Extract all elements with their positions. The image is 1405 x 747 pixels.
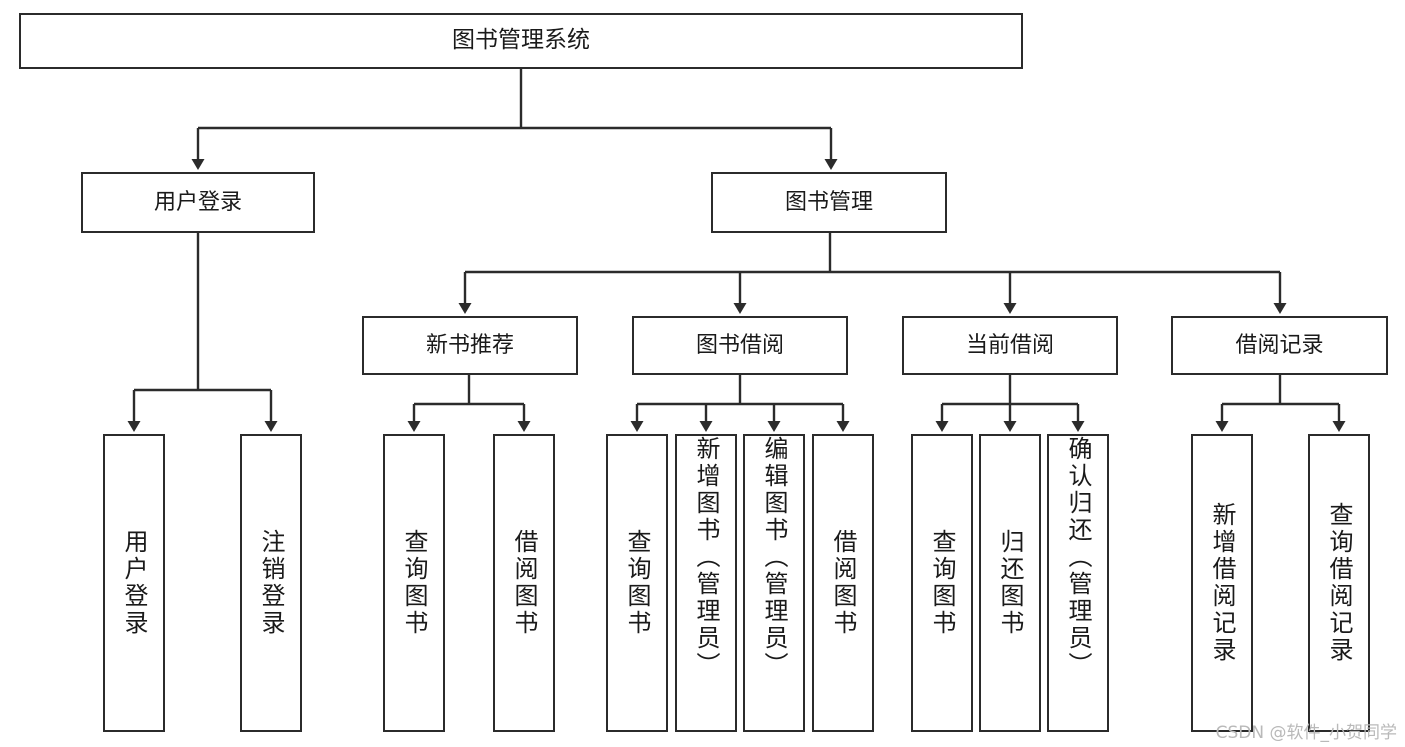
node-current-borrow[interactable]: 当前借阅 <box>902 316 1118 375</box>
node-label: 确认归还（管理员） <box>1064 436 1092 679</box>
node-label: 借阅记录 <box>1235 332 1324 358</box>
leaf-borrow-record-add[interactable]: 新增借阅记录 <box>1191 434 1253 732</box>
node-label: 新增借阅记录 <box>1208 502 1236 664</box>
node-label: 归还图书 <box>996 529 1024 637</box>
leaf-user-login-login[interactable]: 用户登录 <box>103 434 165 732</box>
leaf-current-borrow-query[interactable]: 查询图书 <box>911 434 973 732</box>
leaf-book-borrow-borrow[interactable]: 借阅图书 <box>812 434 874 732</box>
node-book-management[interactable]: 图书管理 <box>711 172 947 233</box>
node-label: 新增图书（管理员） <box>692 436 720 679</box>
node-label: 查询图书 <box>623 529 651 637</box>
leaf-current-borrow-return[interactable]: 归还图书 <box>979 434 1041 732</box>
node-new-book-recommend[interactable]: 新书推荐 <box>362 316 578 375</box>
node-label: 图书借阅 <box>695 332 784 358</box>
node-label: 用户登录 <box>120 529 148 637</box>
node-label: 图书管理系统 <box>452 27 590 54</box>
node-label: 图书管理 <box>784 189 873 215</box>
node-label: 注销登录 <box>257 529 285 637</box>
node-label: 借阅图书 <box>510 529 538 637</box>
leaf-current-borrow-confirm-return[interactable]: 确认归还（管理员） <box>1047 434 1109 732</box>
leaf-user-login-logout[interactable]: 注销登录 <box>240 434 302 732</box>
node-book-borrow[interactable]: 图书借阅 <box>632 316 848 375</box>
node-label: 新书推荐 <box>425 332 514 358</box>
node-borrow-record[interactable]: 借阅记录 <box>1171 316 1388 375</box>
node-label: 查询借阅记录 <box>1325 502 1353 664</box>
leaf-book-borrow-add[interactable]: 新增图书（管理员） <box>675 434 737 732</box>
watermark-text: CSDN @软件_小贺同学 <box>1215 723 1397 743</box>
node-book-management-system[interactable]: 图书管理系统 <box>19 13 1023 69</box>
node-label: 查询图书 <box>928 529 956 637</box>
node-label: 借阅图书 <box>829 529 857 637</box>
leaf-book-borrow-edit[interactable]: 编辑图书（管理员） <box>743 434 805 732</box>
leaf-book-borrow-query[interactable]: 查询图书 <box>606 434 668 732</box>
node-label: 用户登录 <box>153 189 242 215</box>
leaf-new-book-query[interactable]: 查询图书 <box>383 434 445 732</box>
leaf-borrow-record-query[interactable]: 查询借阅记录 <box>1308 434 1370 732</box>
leaf-new-book-borrow[interactable]: 借阅图书 <box>493 434 555 732</box>
node-label: 编辑图书（管理员） <box>760 436 788 679</box>
node-label: 当前借阅 <box>965 332 1054 358</box>
node-label: 查询图书 <box>400 529 428 637</box>
node-user-login[interactable]: 用户登录 <box>81 172 315 233</box>
